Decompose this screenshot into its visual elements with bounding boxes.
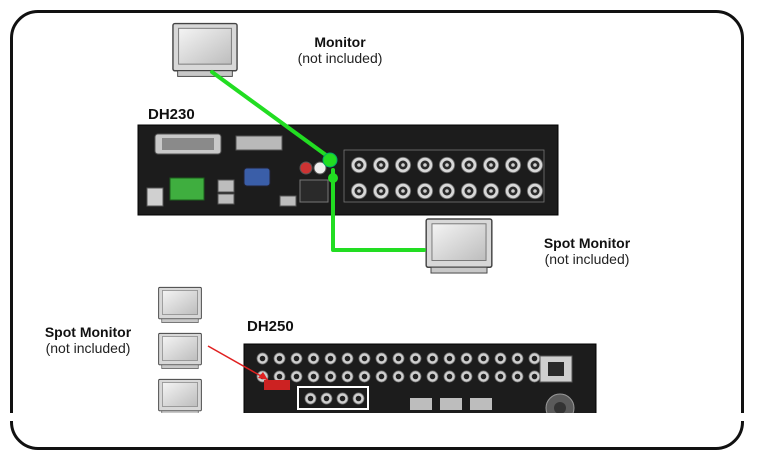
bnc-connector bbox=[511, 370, 524, 383]
spot-bnc-connector bbox=[352, 392, 365, 405]
monitor-top-title: Monitor bbox=[314, 34, 366, 50]
bnc-connector bbox=[460, 352, 473, 365]
bnc-connector bbox=[504, 156, 522, 174]
bnc-connector bbox=[460, 182, 478, 200]
monitor-top-label: Monitor (not included) bbox=[290, 34, 390, 66]
bnc-connector bbox=[256, 352, 269, 365]
bnc-connector bbox=[511, 352, 524, 365]
bnc-connector bbox=[290, 370, 303, 383]
spot-out-highlight bbox=[297, 386, 369, 410]
bnc-connector bbox=[307, 370, 320, 383]
spot-monitor-left-icon-1 bbox=[158, 286, 202, 324]
bnc-connector bbox=[350, 182, 368, 200]
bottom-crop bbox=[0, 413, 759, 421]
bnc-connector bbox=[416, 156, 434, 174]
bnc-connector bbox=[438, 182, 456, 200]
bnc-connector bbox=[426, 352, 439, 365]
bnc-connector bbox=[372, 156, 390, 174]
bnc-connector bbox=[482, 182, 500, 200]
bnc-connector bbox=[375, 352, 388, 365]
spot-arrow bbox=[207, 345, 269, 381]
bnc-connector bbox=[528, 370, 541, 383]
spot-monitor-right-title: Spot Monitor bbox=[543, 235, 631, 251]
bnc-connector bbox=[526, 156, 544, 174]
bnc-connector bbox=[341, 352, 354, 365]
bnc-connector bbox=[392, 352, 405, 365]
bnc-connector bbox=[358, 370, 371, 383]
bnc-connector bbox=[426, 370, 439, 383]
bnc-connector bbox=[394, 156, 412, 174]
bnc-connector bbox=[494, 352, 507, 365]
spot-monitor-left-label: Spot Monitor (not included) bbox=[28, 324, 148, 356]
bnc-connector bbox=[372, 182, 390, 200]
bnc-connector bbox=[392, 370, 405, 383]
bnc-connector bbox=[409, 352, 422, 365]
spot-monitor-right-note: (not included) bbox=[544, 251, 630, 267]
connection-diagram bbox=[137, 22, 597, 421]
dh230-rear-panel bbox=[137, 124, 559, 216]
bnc-connector bbox=[504, 182, 522, 200]
bnc-connector bbox=[350, 156, 368, 174]
spot-monitor-left-icon-2 bbox=[158, 332, 202, 370]
bnc-connector bbox=[477, 370, 490, 383]
bnc-connector bbox=[460, 156, 478, 174]
bnc-connector bbox=[443, 352, 456, 365]
bnc-connector bbox=[273, 352, 286, 365]
bnc-connector bbox=[409, 370, 422, 383]
monitor-cable bbox=[210, 70, 332, 160]
bnc-connector bbox=[526, 182, 544, 200]
spot-monitor-left-note: (not included) bbox=[45, 340, 131, 356]
bnc-connector bbox=[482, 156, 500, 174]
bnc-connector bbox=[358, 352, 371, 365]
dh250-title: DH250 bbox=[247, 318, 294, 335]
bnc-connector bbox=[307, 352, 320, 365]
dh230-title: DH230 bbox=[148, 106, 195, 123]
bnc-connector bbox=[438, 156, 456, 174]
monitor-top-note: (not included) bbox=[297, 50, 383, 66]
bnc-connector bbox=[394, 182, 412, 200]
dh250-rear-panel bbox=[243, 343, 597, 421]
spot-out-port bbox=[328, 173, 338, 183]
spot-bnc-connector bbox=[336, 392, 349, 405]
spot-monitor-left-title: Spot Monitor bbox=[44, 324, 132, 340]
bnc-connector bbox=[324, 352, 337, 365]
monitor-out-port bbox=[322, 152, 338, 168]
spot-monitor-cable bbox=[331, 168, 426, 252]
bnc-connector bbox=[375, 370, 388, 383]
bnc-connector bbox=[494, 370, 507, 383]
spot-monitor-right-label: Spot Monitor (not included) bbox=[527, 235, 647, 267]
bnc-connector bbox=[341, 370, 354, 383]
bnc-connector bbox=[528, 352, 541, 365]
bnc-connector bbox=[324, 370, 337, 383]
bnc-connector bbox=[477, 352, 490, 365]
bnc-connector bbox=[290, 352, 303, 365]
spot-monitor-right-icon bbox=[425, 218, 493, 274]
bnc-connector bbox=[416, 182, 434, 200]
spot-bnc-connector bbox=[304, 392, 317, 405]
spot-bnc-connector bbox=[320, 392, 333, 405]
monitor-top-icon bbox=[172, 22, 238, 78]
spot-monitor-left-icon-3 bbox=[158, 378, 202, 416]
bnc-connector bbox=[460, 370, 473, 383]
bnc-connector bbox=[443, 370, 456, 383]
